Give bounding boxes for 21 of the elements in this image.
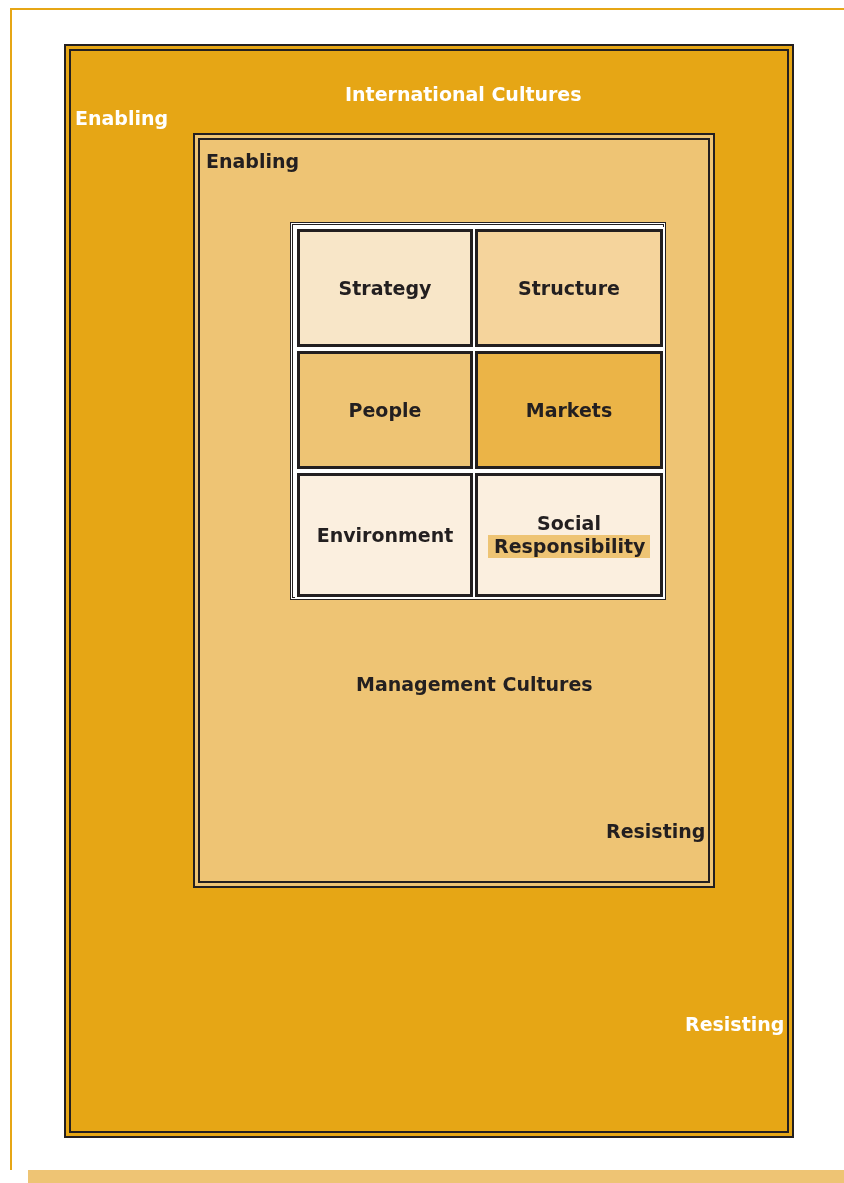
panel-label: Resisting [606,820,706,842]
matrix-cell [297,229,473,347]
matrix-cell [297,351,473,469]
culture-panel [64,44,794,1138]
panel-label: Resisting [685,1013,785,1035]
cell-label: People [347,398,423,422]
cell-label: Structure [517,276,621,300]
matrix-frame [290,222,666,600]
cell-label: Markets [524,398,614,422]
matrix-cell [475,351,663,469]
panel-heading: International Cultures [345,83,582,105]
cell-label: Social Responsibility [488,512,650,558]
culture-panel [193,133,715,888]
cell-label: Environment [315,523,455,547]
panel-heading: Management Cultures [356,673,593,695]
matrix-cell [297,473,473,597]
matrix-cell [475,229,663,347]
panel-label: Enabling [206,150,300,172]
matrix-cell [475,473,663,597]
cell-label: Strategy [337,276,433,300]
panel-label: Enabling [75,107,169,129]
